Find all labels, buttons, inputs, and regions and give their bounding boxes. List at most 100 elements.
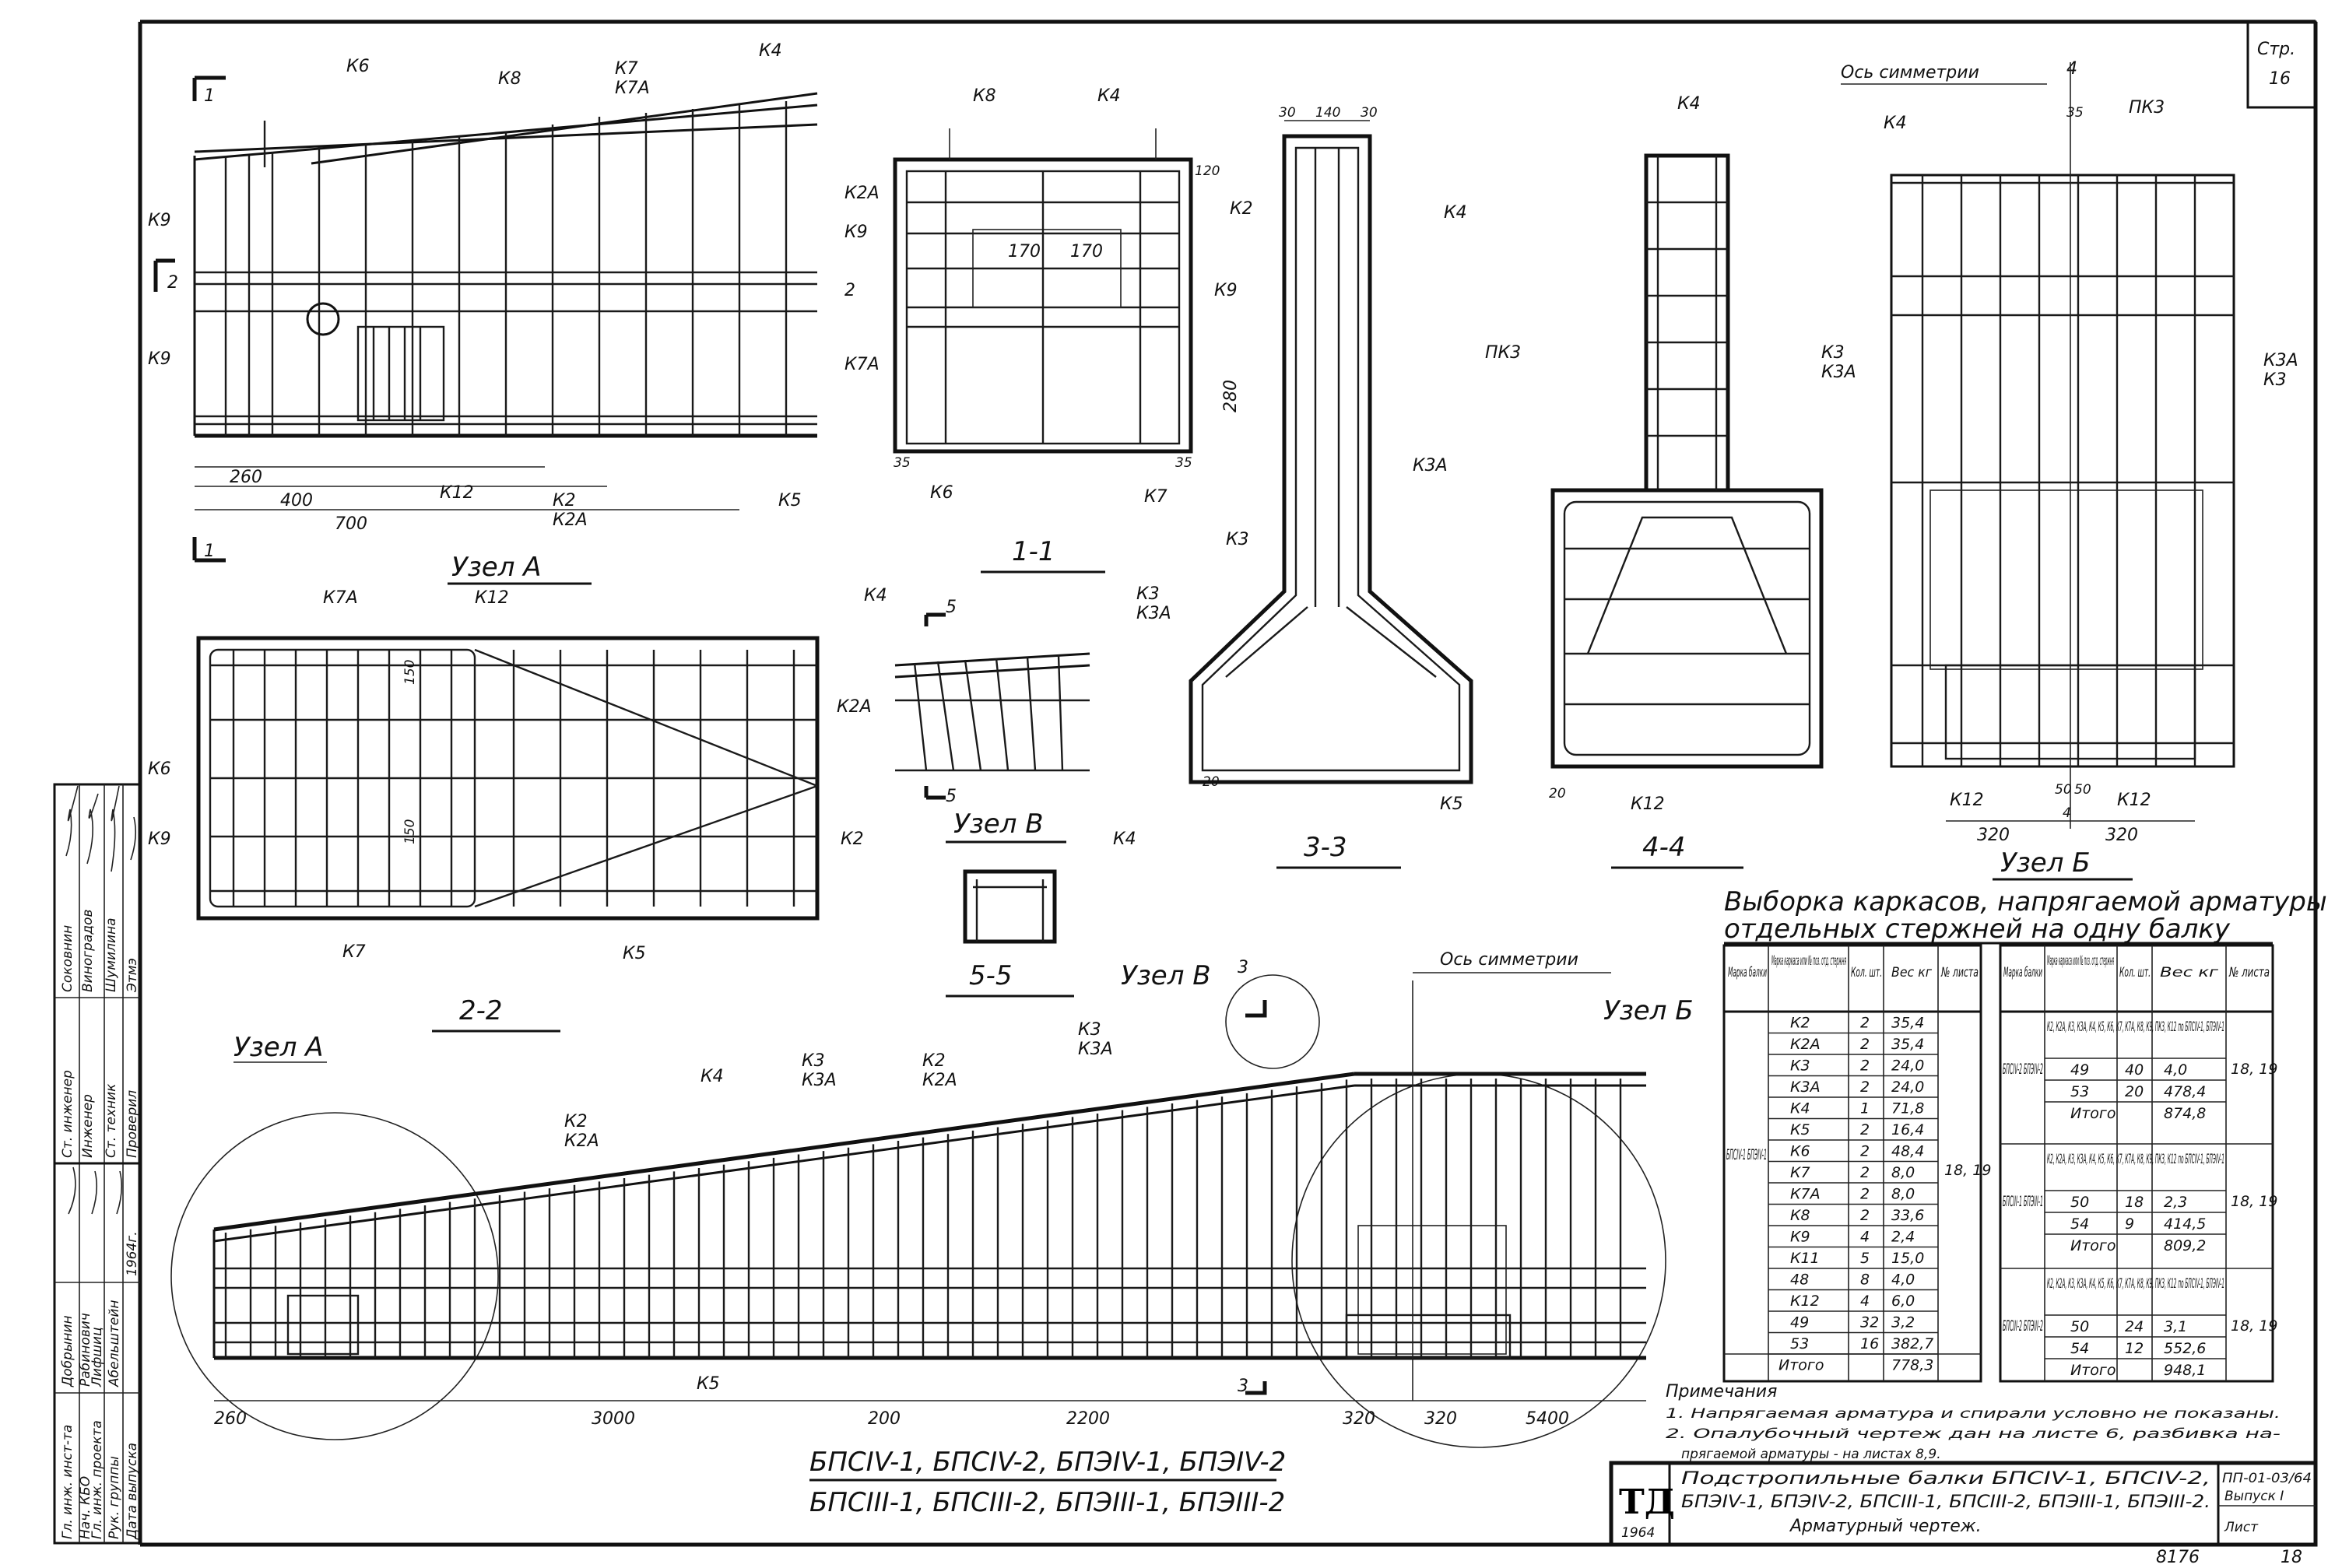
spec-cell-pos: К3А — [1790, 1079, 1821, 1096]
spec-cell-weight: 3,1 — [2164, 1318, 2187, 1335]
view-title-uzel-a: Узел А — [451, 552, 542, 583]
dim-140: 140 — [1315, 105, 1340, 121]
spec-cell-pos: 49 — [2070, 1061, 2089, 1079]
spec-cell-pos: 50 — [2070, 1194, 2089, 1211]
mark-k5-elev: К5 — [697, 1374, 720, 1394]
spec-cell-weight: 382,7 — [1891, 1335, 1933, 1352]
dim-35-a: 35 — [894, 455, 911, 471]
view-section-2-2 — [196, 636, 820, 921]
spec-head-weight-r: Вес кг — [2160, 965, 2218, 980]
dim-280: 280 — [1221, 380, 1241, 412]
title-line-1: Подстропильные балки БПСIV-1, БПСIV-2, — [1681, 1469, 2210, 1489]
dim-320-e2: 320 — [1424, 1409, 1457, 1429]
stamp-role-6: Ст. инженер — [60, 1070, 75, 1158]
spec-cell-weight: 414,5 — [2164, 1215, 2206, 1233]
cut-mark-5-bottom: 5 — [946, 787, 957, 806]
spec-cell-pos: 53 — [1790, 1335, 1809, 1352]
stamp-name-4: Абельштейн — [107, 1300, 122, 1387]
page-number: 16 — [2269, 69, 2291, 89]
mark-k4-44: К4 — [1677, 94, 1701, 114]
spec-left-sheets: 18, 19 — [1944, 1162, 1991, 1179]
mark-k3-b-right: К3 — [2263, 370, 2287, 390]
spec-table-grid — [1722, 944, 2274, 1383]
stamp-role-1: Гл. инж. инст-та — [60, 1425, 75, 1539]
mark-k9-22: К9 — [148, 830, 171, 849]
spec-cell-pos: 50 — [2070, 1318, 2089, 1335]
spec-cell-weight: 15,0 — [1891, 1250, 1924, 1267]
spec-cell-qty: 4 — [1860, 1293, 1870, 1310]
mark-k12-44: К12 — [1631, 795, 1665, 814]
spec-head-qty: Кол. шт. — [1851, 965, 1882, 980]
stamp-role-7: Инженер — [80, 1094, 96, 1158]
stamp-name-3: Лифшиц — [90, 1327, 105, 1387]
spec-cell-pos: 54 — [2070, 1215, 2089, 1233]
spec-cell-weight: 2,4 — [1891, 1229, 1915, 1246]
spec-cell-pos: К3 — [1790, 1058, 1810, 1075]
mark-k2-a: К2 — [553, 491, 576, 510]
spec-head-sheet: № листа — [1940, 965, 1979, 980]
mark-k9-11-right: К9 — [1214, 281, 1238, 300]
mark-k4-b: К4 — [1884, 114, 1907, 133]
spec-cell-weight: 3,2 — [1891, 1314, 1915, 1331]
mark-k3-v: К3 — [1136, 584, 1160, 604]
mark-k9-11-left: К9 — [844, 223, 868, 242]
spec-head-mark-r: Марка балки — [2003, 965, 2042, 980]
dim-35-b2: 35 — [2066, 105, 2084, 121]
dim-170-a: 170 — [1008, 242, 1041, 261]
spec-left-total: 778,3 — [1891, 1357, 1933, 1374]
mark-k3a-elev: К3А — [802, 1071, 837, 1090]
spec-right-note: К2, К2А, К3, К3А, К4, К5, К6, К7, К7А, К… — [2047, 1152, 2224, 1167]
mark-k2a-a: К2А — [553, 510, 588, 530]
spec-cell-qty: 8 — [1860, 1272, 1870, 1289]
spec-right-beam: БПСIV-2 БПЭIV-2 — [2003, 1061, 2043, 1078]
dim-260-elev: 260 — [214, 1409, 247, 1429]
spec-cell-qty: 2 — [1860, 1121, 1870, 1138]
mark-k3-b-left: К3 — [1821, 343, 1845, 363]
spec-left-total-label: Итого — [1778, 1357, 1824, 1374]
dim-50-a: 50 — [2055, 782, 2072, 798]
view-elevation — [170, 974, 1666, 1448]
dim-320-b2: 320 — [2105, 826, 2138, 845]
spec-right-total: 948,1 — [2164, 1362, 2206, 1379]
cut-mark-3-top: 3 — [1238, 958, 1248, 977]
stamp-name-5: 1964г. — [125, 1231, 140, 1276]
view-title-2-2: 2-2 — [459, 995, 503, 1026]
spec-title-1: Выборка каркасов, напрягаемой арматуры и — [1724, 886, 2335, 917]
cut-mark-2-left: 2 — [167, 273, 178, 293]
spec-cell-qty: 12 — [2125, 1340, 2144, 1357]
spec-right-groups: БПСIV-2 БПЭIV-2К2, К2А, К3, К3А, К4, К5,… — [2003, 1019, 2277, 1379]
spec-cell-qty: 18 — [2125, 1194, 2144, 1211]
mark-k8-11: К8 — [973, 86, 996, 106]
spec-cell-pos: К7 — [1790, 1164, 1810, 1181]
series-code: ПП-01-03/64 — [2222, 1471, 2312, 1486]
logo-year: 1964 — [1621, 1525, 1655, 1541]
spec-cell-weight: 35,4 — [1891, 1015, 1924, 1032]
spec-head-sheet-r: № листа — [2228, 965, 2270, 980]
spec-cell-weight: 4,0 — [2164, 1061, 2187, 1079]
mark-k7-11: К7 — [1144, 487, 1168, 507]
spec-right-beam: БПСIII-2 БПЭIII-2 — [2003, 1317, 2043, 1335]
mark-k2-elev-a: К2 — [564, 1112, 588, 1131]
spec-cell-pos: К2А — [1790, 1036, 1821, 1053]
spec-head-mark: Марка балки — [1728, 965, 1767, 980]
mark-k2-22: К2 — [841, 830, 864, 849]
stamp-role-9: Проверил — [125, 1090, 140, 1158]
mark-k3a-v: К3А — [1136, 604, 1171, 623]
spec-right-sheets: 18, 19 — [2231, 1061, 2277, 1078]
stamp-name-7: Виноградов — [80, 909, 96, 992]
spec-right-sheets: 18, 19 — [2231, 1193, 2277, 1210]
elev-axis-sym: Ось симметрии — [1440, 950, 1578, 970]
mark-k5-22: К5 — [623, 944, 646, 963]
spec-right-note: К2, К2А, К3, К3А, К4, К5, К6, К7, К7А, К… — [2047, 1019, 2224, 1035]
note-2: 2. Опалубочный чертеж дан на листе 6, ра… — [1666, 1426, 2281, 1442]
mark-k6-11: К6 — [930, 483, 953, 503]
view-uzel-b — [1890, 62, 2235, 829]
spec-cell-qty: 1 — [1860, 1100, 1870, 1117]
